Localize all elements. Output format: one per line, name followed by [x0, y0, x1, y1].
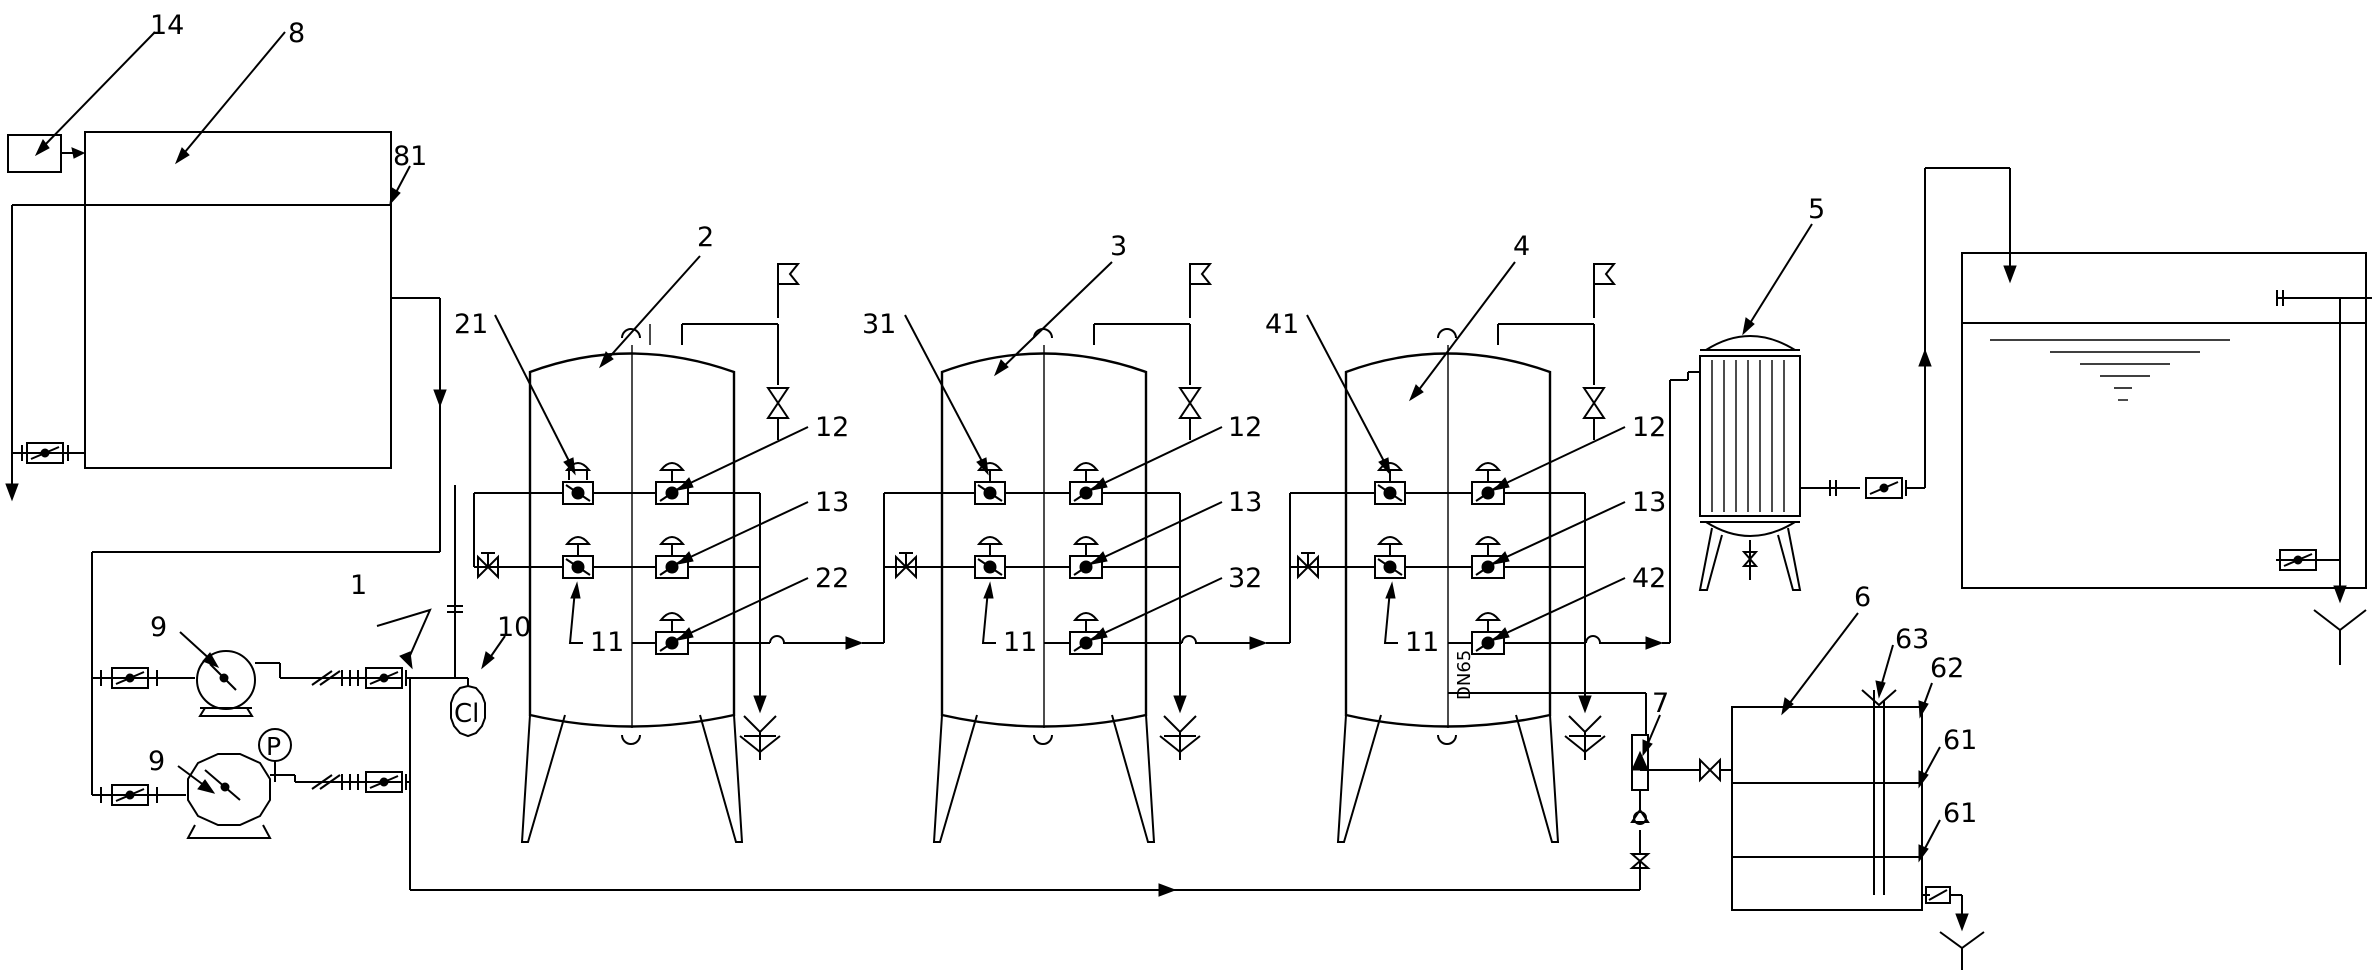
label-21: 21	[454, 309, 488, 340]
label-9-upper: 9	[150, 612, 167, 643]
pump-upper	[92, 650, 295, 717]
pump-lower	[92, 753, 296, 839]
drain-funnel-icon	[1564, 735, 1606, 760]
label-7: 7	[1652, 688, 1669, 719]
gate-valve-icon	[1582, 387, 1606, 419]
check-valve-icon	[1865, 477, 1903, 499]
chlorine-dosing	[450, 684, 486, 738]
label-42: 42	[1632, 563, 1666, 594]
check-valve-icon	[2279, 549, 2317, 571]
label-11-a: 11	[590, 627, 624, 658]
check-valve-icon	[365, 667, 403, 689]
device-14	[7, 134, 86, 173]
pressure-gauge: P	[258, 728, 292, 782]
label-63: 63	[1895, 624, 1929, 655]
label-14: 14	[150, 10, 184, 41]
tank-8-outlet	[5, 204, 85, 502]
gate-valve-icon	[766, 387, 790, 419]
label-3: 3	[1110, 231, 1127, 262]
tank-8-supply-line	[91, 297, 447, 795]
label-41: 41	[1265, 309, 1299, 340]
drain-funnel-icon	[739, 735, 781, 760]
clean-water-tank	[1961, 252, 2372, 665]
exchanger-outlet	[1829, 167, 2017, 499]
valve-set-vessel-4	[1297, 462, 1586, 655]
filter-vessel-3	[883, 263, 1213, 843]
gate-valve-icon	[1178, 387, 1202, 419]
label-8: 8	[288, 18, 305, 49]
check-valve-icon	[111, 667, 149, 689]
pump-icon	[187, 753, 271, 826]
flowmeter-7	[1631, 693, 1732, 791]
tank-8	[84, 131, 392, 469]
vent-flag-icon	[777, 263, 801, 318]
filter-vessel-2	[473, 263, 801, 843]
label-12-b: 12	[1228, 412, 1262, 443]
label-61-b: 61	[1943, 798, 1977, 829]
drain-funnel-icon	[2313, 609, 2367, 665]
label-2: 2	[697, 222, 714, 253]
dosing-tank-6	[1731, 689, 1985, 970]
label-61-a: 61	[1943, 725, 1977, 756]
label-13-a: 13	[815, 487, 849, 518]
pump-discharge-lower	[295, 678, 411, 890]
vent-flag-icon	[1593, 263, 1617, 318]
bypass-line	[410, 790, 1651, 897]
label-6: 6	[1854, 582, 1871, 613]
heat-exchanger-5	[1687, 335, 1830, 591]
label-9-lower: 9	[148, 746, 165, 777]
drain-funnel-icon	[1939, 931, 1985, 970]
pipe-size-label: DN65	[1454, 650, 1475, 700]
check-valve-icon	[365, 771, 403, 793]
vent-flag-icon	[1189, 263, 1213, 318]
chlorine-label: Cl	[454, 699, 479, 729]
label-4: 4	[1513, 231, 1530, 262]
label-11-b: 11	[1003, 627, 1037, 658]
gate-valve-icon	[1699, 757, 1721, 783]
label-13-c: 13	[1632, 487, 1666, 518]
label-31: 31	[862, 309, 896, 340]
label-5: 5	[1808, 194, 1825, 225]
label-12-a: 12	[815, 412, 849, 443]
drain-funnel-icon	[1159, 735, 1201, 760]
label-81: 81	[393, 141, 427, 172]
label-1: 1	[350, 570, 367, 601]
label-10: 10	[497, 612, 531, 643]
label-22: 22	[815, 563, 849, 594]
check-valve-icon	[26, 442, 64, 464]
label-62: 62	[1930, 653, 1964, 684]
label-12-c: 12	[1632, 412, 1666, 443]
valve-set-vessel-3	[895, 462, 1182, 655]
label-32: 32	[1228, 563, 1262, 594]
check-valve-icon	[111, 784, 149, 806]
label-13-b: 13	[1228, 487, 1262, 518]
label-11-c: 11	[1405, 627, 1439, 658]
filter-vessel-4	[1289, 263, 1617, 843]
pressure-gauge-label: P	[266, 732, 281, 761]
pump-discharge-upper	[295, 667, 455, 689]
